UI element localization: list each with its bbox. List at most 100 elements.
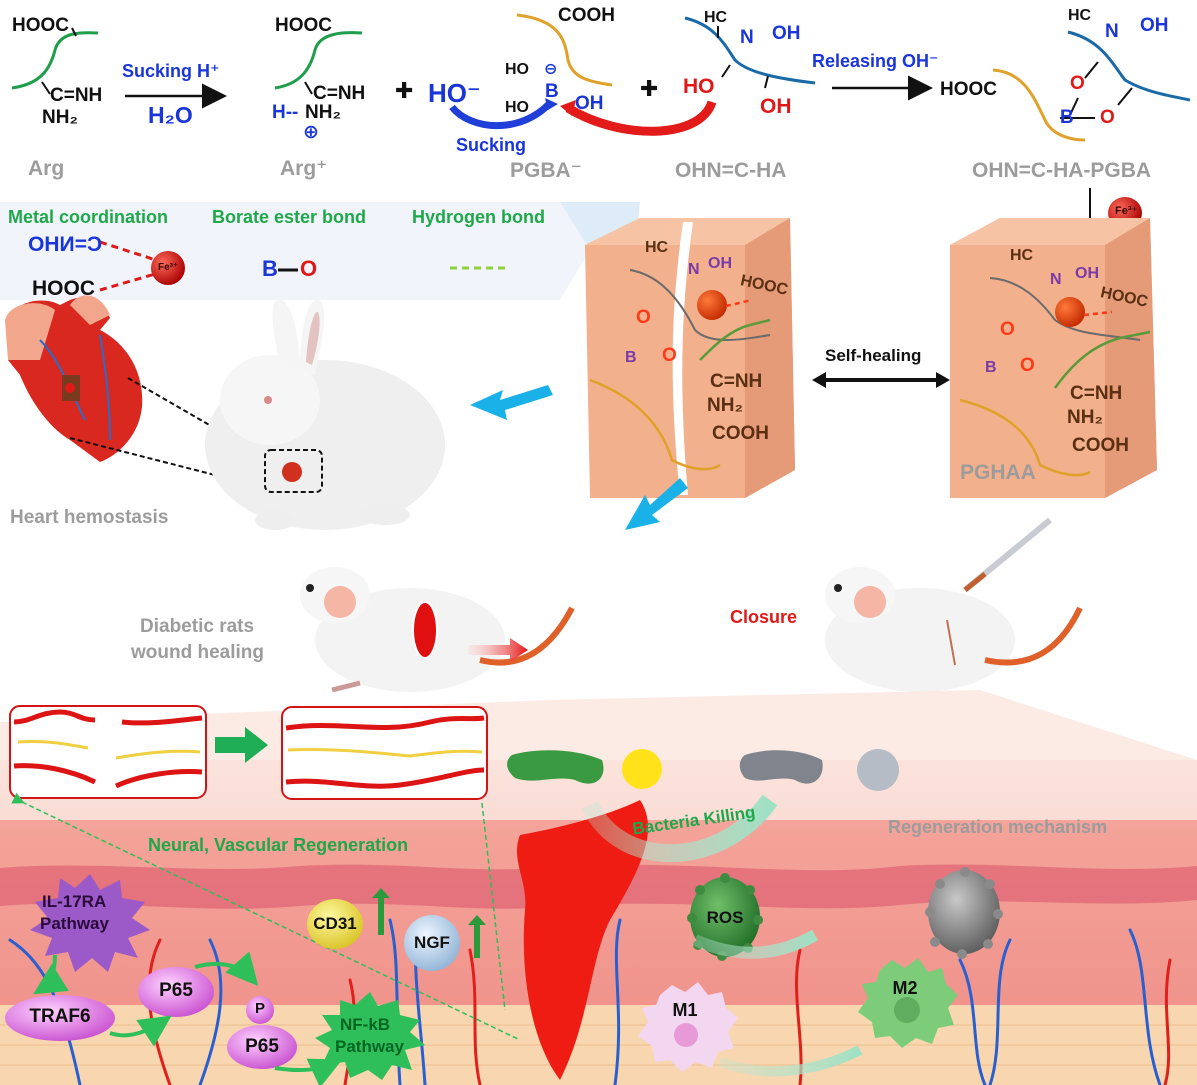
- p-label: P: [254, 1000, 265, 1017]
- p65-node: [138, 967, 214, 1017]
- traf6-node: [5, 995, 115, 1041]
- ros-label: ROS: [706, 908, 744, 927]
- pgba-polymer-chain: [516, 13, 613, 87]
- argplus-hooc: HOOC: [275, 15, 332, 36]
- gel-left-n: N: [688, 261, 700, 278]
- product-o1: O: [1070, 73, 1085, 94]
- ha-oh: OH: [760, 95, 792, 118]
- bacteria-coccus-dead: [857, 749, 899, 791]
- arg-cnh: C=NH: [50, 85, 103, 106]
- product-b: B: [1060, 107, 1074, 128]
- product-hooc: HOOC: [940, 79, 997, 100]
- green-arrow-regeneration: [215, 727, 268, 763]
- ngf-label: NGF: [414, 933, 450, 952]
- m2-label: M2: [892, 978, 918, 998]
- cyan-arrow-left: [470, 385, 553, 420]
- gel-right-b: B: [985, 359, 997, 376]
- gel-right-nh2: NH₂: [1067, 407, 1103, 428]
- sucking-arrow: [449, 100, 553, 130]
- argplus-charge: ⊕: [303, 122, 319, 143]
- arrow1-top-label: Sucking H⁺: [122, 61, 220, 81]
- rats-label-line1: Diabetic rats: [140, 616, 255, 637]
- product-oh: OH: [1140, 15, 1169, 36]
- il17ra-line1: IL-17RA: [42, 892, 107, 911]
- pgba-charge: ⊖: [544, 61, 558, 78]
- bacteria-killing-arrow: [581, 794, 778, 863]
- legend-fe-ball: [151, 251, 185, 285]
- ha-oh-top: OH: [772, 23, 801, 44]
- arg-label: Arg: [28, 157, 65, 180]
- closure-label: Closure: [730, 607, 798, 627]
- gel-left-cooh: COOH: [712, 423, 769, 444]
- pgba-ho1: HO: [505, 61, 529, 78]
- ha-label: OHN=C-HA: [675, 159, 787, 182]
- p-node: [246, 996, 274, 1024]
- rat-wounded: [300, 567, 575, 693]
- rabbit-illustration: [205, 299, 445, 530]
- argplus-nh2: NH₂: [305, 102, 341, 123]
- legend-b: B: [262, 256, 278, 281]
- gel-right-hc: HC: [1010, 247, 1034, 264]
- sucking-label: Sucking: [456, 135, 527, 155]
- nfkb-pathway-shape: [315, 992, 425, 1080]
- p65-phospho-node: [227, 1025, 297, 1069]
- fe-ion-label: Fe³⁺: [1115, 205, 1138, 217]
- arg-hooc: HOOC: [12, 15, 69, 36]
- gel-right-o1: O: [1000, 319, 1015, 340]
- cd31-label: CD31: [313, 914, 357, 933]
- gel-left-o2: O: [662, 345, 677, 366]
- p65-phospho-label: P65: [245, 1036, 279, 1057]
- pgba-ho2: HO: [505, 99, 529, 116]
- gel-right-cooh: COOH: [1072, 435, 1129, 456]
- rats-label-line2: wound healing: [131, 642, 264, 663]
- plus-sign-2: ✚: [640, 76, 659, 101]
- legend-borate-ester: Borate ester bond: [212, 207, 367, 227]
- arg-plus-polymer-chain: [274, 31, 363, 90]
- arg-nh2: NH₂: [42, 107, 78, 128]
- il17ra-pathway-shape: [30, 874, 150, 972]
- gel-right-oh: OH: [1075, 265, 1099, 282]
- legend-hydrogen-bond: Hydrogen bond: [412, 207, 545, 227]
- ha-n: N: [740, 27, 754, 48]
- argplus-h: H--: [272, 102, 299, 123]
- legend-o: O: [300, 256, 318, 281]
- product-o2: O: [1100, 107, 1115, 128]
- gel-left-b: B: [625, 349, 637, 366]
- ha-polymer-chain: [684, 16, 816, 85]
- gel-left-o1: O: [636, 307, 651, 328]
- gel-right-n: N: [1050, 271, 1062, 288]
- plus-sign-1: ✚: [395, 78, 414, 103]
- arg-polymer-chain: [11, 31, 99, 90]
- hydroxide-ion: HO⁻: [428, 78, 481, 108]
- neural-vascular-label: Neural, Vascular Regeneration: [148, 835, 409, 855]
- gel-left-nh2: NH₂: [707, 395, 743, 416]
- m1-label: M1: [672, 1000, 698, 1020]
- arrow1-bottom-label: H₂O: [148, 102, 193, 128]
- gel-left-hc: HC: [645, 239, 669, 256]
- hydrogel-name: PGHAA: [960, 461, 1036, 484]
- il17ra-line2: Pathway: [40, 914, 109, 933]
- gel-left-cnh: C=NH: [710, 371, 763, 392]
- legend-cnho: C=NHO: [28, 233, 103, 256]
- bacteria-rod-dead: [739, 750, 823, 784]
- traf6-label: TRAF6: [29, 1006, 91, 1027]
- closure-arrow: [468, 638, 528, 662]
- heart-hemostasis-label: Heart hemostasis: [10, 507, 169, 528]
- ha-hc: HC: [704, 9, 728, 26]
- p65-label: P65: [159, 980, 193, 1001]
- pgba-label: PGBA⁻: [510, 159, 582, 182]
- hydrogel-cube-broken: [585, 218, 795, 498]
- product-hc: HC: [1068, 7, 1092, 24]
- gel-left-oh: OH: [708, 255, 732, 272]
- bacteria-coccus-yellow: [622, 749, 662, 789]
- argplus-cnh: C=NH: [313, 83, 366, 104]
- pgba-cooh: COOH: [558, 5, 615, 26]
- gel-right-cnh: C=NH: [1070, 383, 1123, 404]
- bacteria-rod-green: [507, 750, 604, 784]
- legend-metal-coordination: Metal coordination: [8, 207, 169, 227]
- product-n: N: [1105, 21, 1119, 42]
- regeneration-mechanism-label: Regeneration mechanism: [888, 817, 1108, 837]
- red-curved-arrow: [565, 100, 717, 136]
